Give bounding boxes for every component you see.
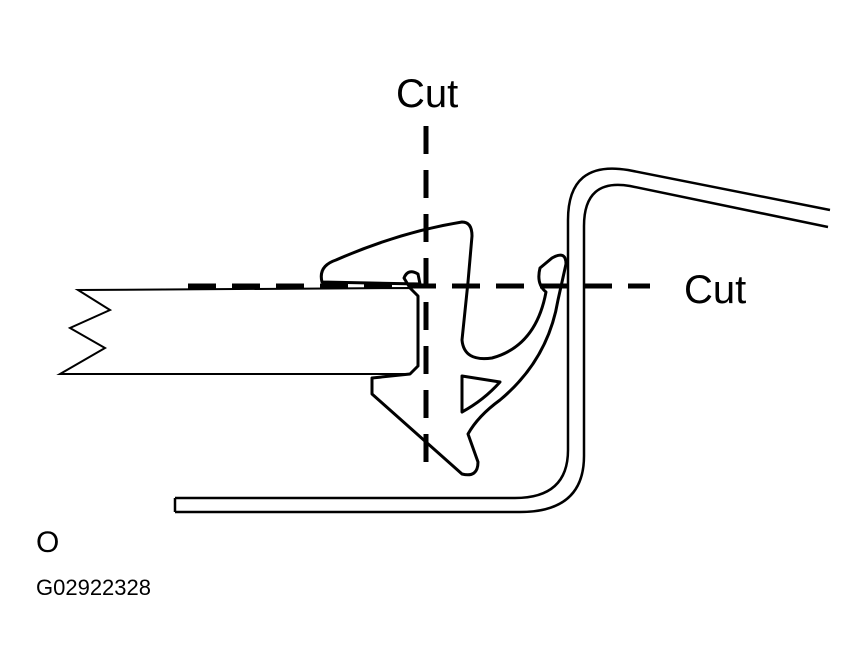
seal-body <box>319 220 568 477</box>
cut-label-vertical: Cut <box>396 72 459 116</box>
flange-outer-edge <box>175 167 831 500</box>
seal-inner-cavity <box>460 374 502 414</box>
figure-code: G02922328 <box>36 575 151 600</box>
sheet-metal-flange <box>173 167 831 514</box>
flange-inner-edge <box>175 183 829 514</box>
rubber-seal <box>319 220 568 477</box>
glass-panel <box>56 286 419 375</box>
corner-mark: O <box>36 526 60 559</box>
cut-label-horizontal: Cut <box>684 268 747 312</box>
